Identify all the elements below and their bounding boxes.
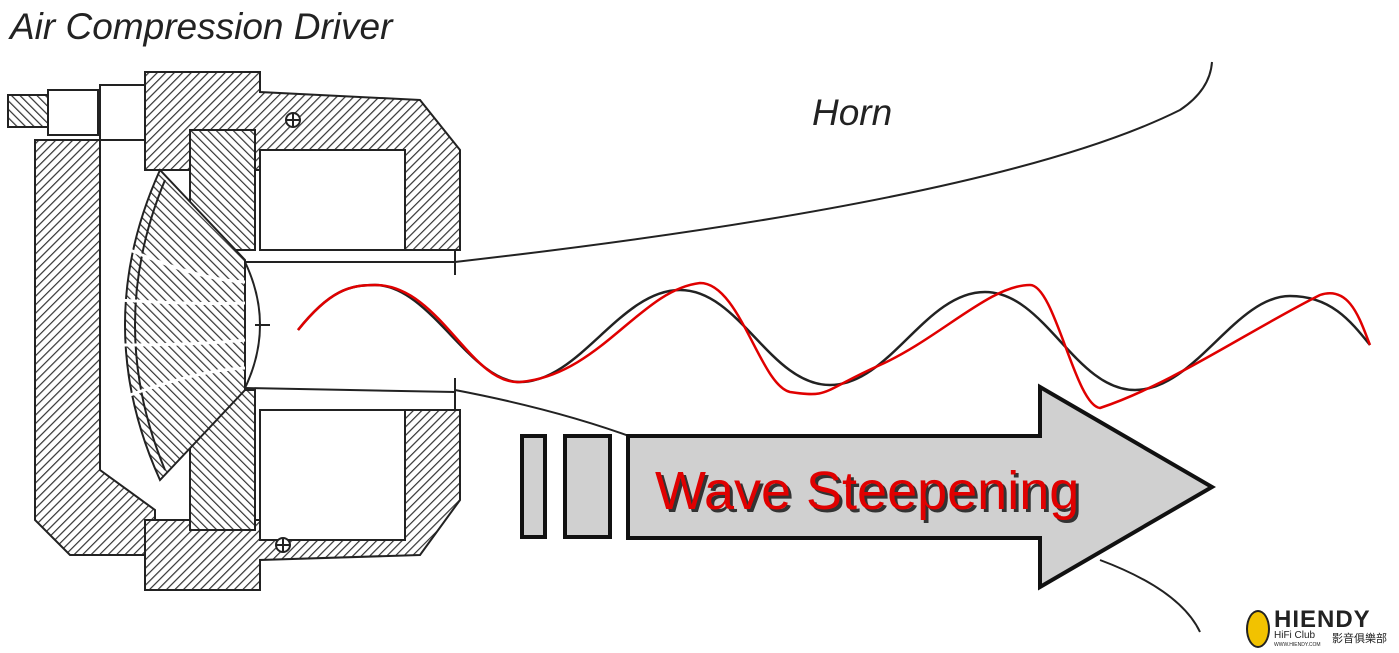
horn-outline: [454, 61, 1213, 633]
arrow-tail-bar-1: [520, 434, 547, 539]
diagram-title: Air Compression Driver: [10, 6, 393, 47]
logo-chinese: 影音俱樂部: [1332, 633, 1387, 645]
arrow-body: [626, 383, 1216, 591]
steepened-red-wave: [297, 281, 1372, 410]
logo-mark-icon: [1246, 610, 1270, 648]
hiendy-logo: HIENDY HiFi Club 影音俱樂部 WWW.HIENDY.COM: [1244, 606, 1396, 650]
logo-subtitle: HiFi Club: [1274, 630, 1316, 641]
arrow-tail-bar-2: [563, 434, 612, 539]
compression-driver-drawing: [7, 71, 461, 591]
horn-label: Horn: [812, 92, 893, 133]
logo-url: WWW.HIENDY.COM: [1274, 642, 1321, 648]
logo-brand: HIENDY: [1274, 606, 1371, 633]
horn-upper-wall: [454, 61, 1213, 263]
wave-steepening-label: Wave Steepening: [655, 461, 1080, 521]
original-sine-wave: [297, 283, 1371, 392]
horn-lower-wall-end: [1099, 559, 1201, 633]
horn-lower-wall: [454, 389, 641, 441]
wave-steepening-arrow: [520, 383, 1216, 591]
